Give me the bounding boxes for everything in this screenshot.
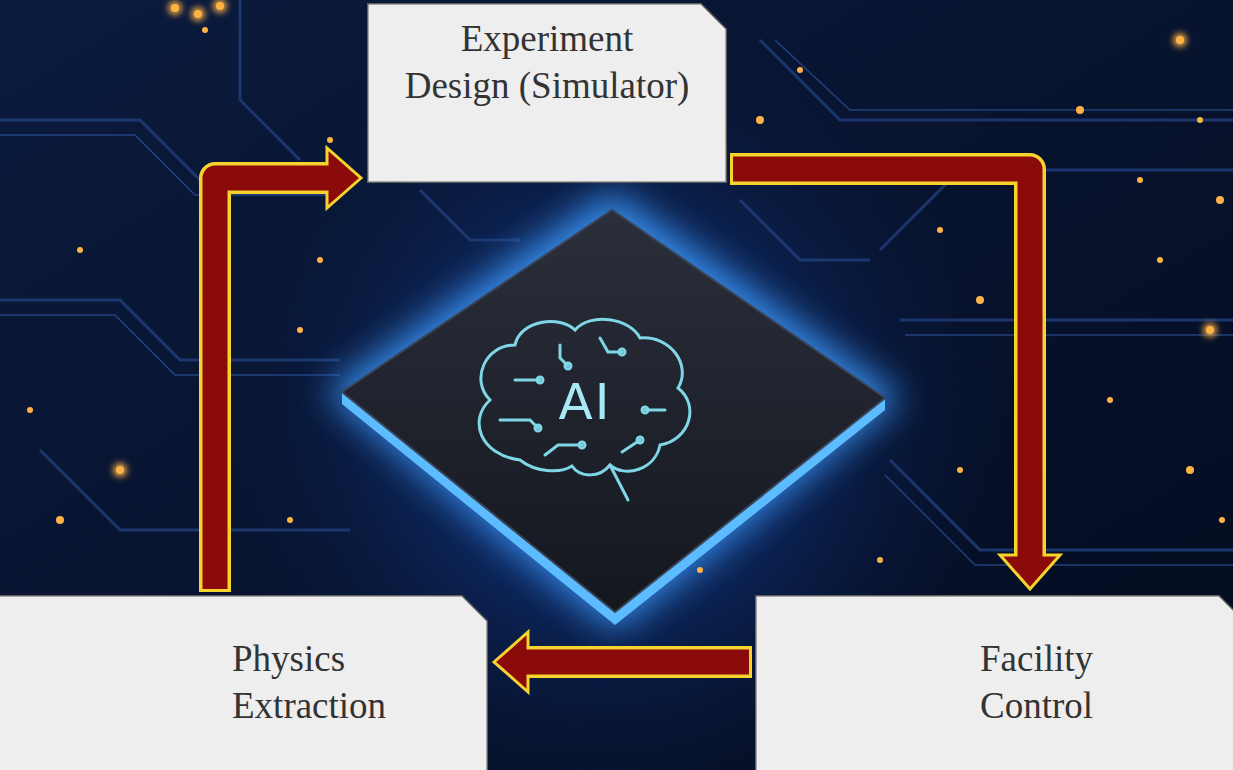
box-label: Facility Control [980,635,1002,729]
circuit-trace [885,475,1233,565]
dot [297,327,303,333]
dot [877,557,883,563]
circuit-trace [0,315,340,375]
process-box: Physics Extraction [0,595,488,770]
flow-arrow [494,632,752,692]
brain-stem [610,465,628,500]
brain-trace [500,420,538,428]
circuit-trace [40,450,350,530]
brain-trace [545,445,582,455]
dot [1203,323,1217,337]
dot [976,296,984,304]
brain-icon [479,319,690,500]
arrow-shaft [733,169,1030,559]
brain-outline [479,319,690,475]
circuit-trace [890,460,1233,550]
dot [27,407,33,413]
dot-glow [113,0,1217,477]
dot [937,227,943,233]
circuit-trace [775,40,1233,110]
process-box: Facility Control [755,595,1233,770]
dot [697,567,703,573]
box-outline [0,595,488,770]
dot [1216,196,1224,204]
circuit-trace [240,0,300,160]
dot [116,466,124,474]
brain-node [537,377,543,383]
chip-logo-holder: AI [559,374,612,430]
dot [1219,517,1225,523]
dot [194,10,202,18]
circuit-trace [740,200,870,260]
arrow-shaft [524,650,749,675]
circuit-trace [0,300,340,360]
chip-glow [326,192,902,630]
dot [1157,257,1163,263]
brain-node [565,363,571,369]
arrow-outline [215,178,327,592]
dot [287,517,293,523]
dog-ear-box [756,596,1233,770]
dot [1206,326,1214,334]
dog-ear-box [0,596,487,770]
brain-node [642,407,648,413]
arrow-head [1000,555,1060,589]
dot [171,4,179,12]
arrow-head [494,632,528,692]
circuit-trace [900,319,1233,322]
dot [1176,36,1184,44]
arrow-outline [730,169,1030,555]
dot [1186,466,1194,474]
dot [113,463,127,477]
dot [317,257,323,263]
arrow-shaft [215,178,331,589]
box-label: Physics Extraction [232,635,254,729]
dog-ear-box [368,4,727,183]
dot [797,67,803,73]
chip-logo-text: AI [559,374,612,430]
brain-node [535,425,541,431]
flow-arrow [730,169,1060,589]
brain-node [637,437,643,443]
dot [327,137,333,143]
ai-chip [342,210,885,612]
box-label: Experiment Design (Simulator) [404,15,690,109]
dot [1107,397,1113,403]
dot [191,7,205,21]
dot [168,1,182,15]
dot [1137,177,1143,183]
arrow-head [327,148,361,208]
dot [213,0,227,13]
box-outline [755,595,1233,770]
dot [957,467,963,473]
circuit-trace [420,190,520,240]
dot [1076,106,1084,114]
dot [56,516,64,524]
brain-node [619,349,625,355]
flow-arrow [215,148,361,592]
dot [756,116,764,124]
circuit-trace [760,40,1233,120]
dot [216,2,224,10]
dot [1173,33,1187,47]
brain-node [579,442,585,448]
circuit-trace [905,334,1233,336]
process-box: Experiment Design (Simulator) [367,3,727,183]
dot [1197,117,1203,123]
dot [202,27,208,33]
dot [77,247,83,253]
